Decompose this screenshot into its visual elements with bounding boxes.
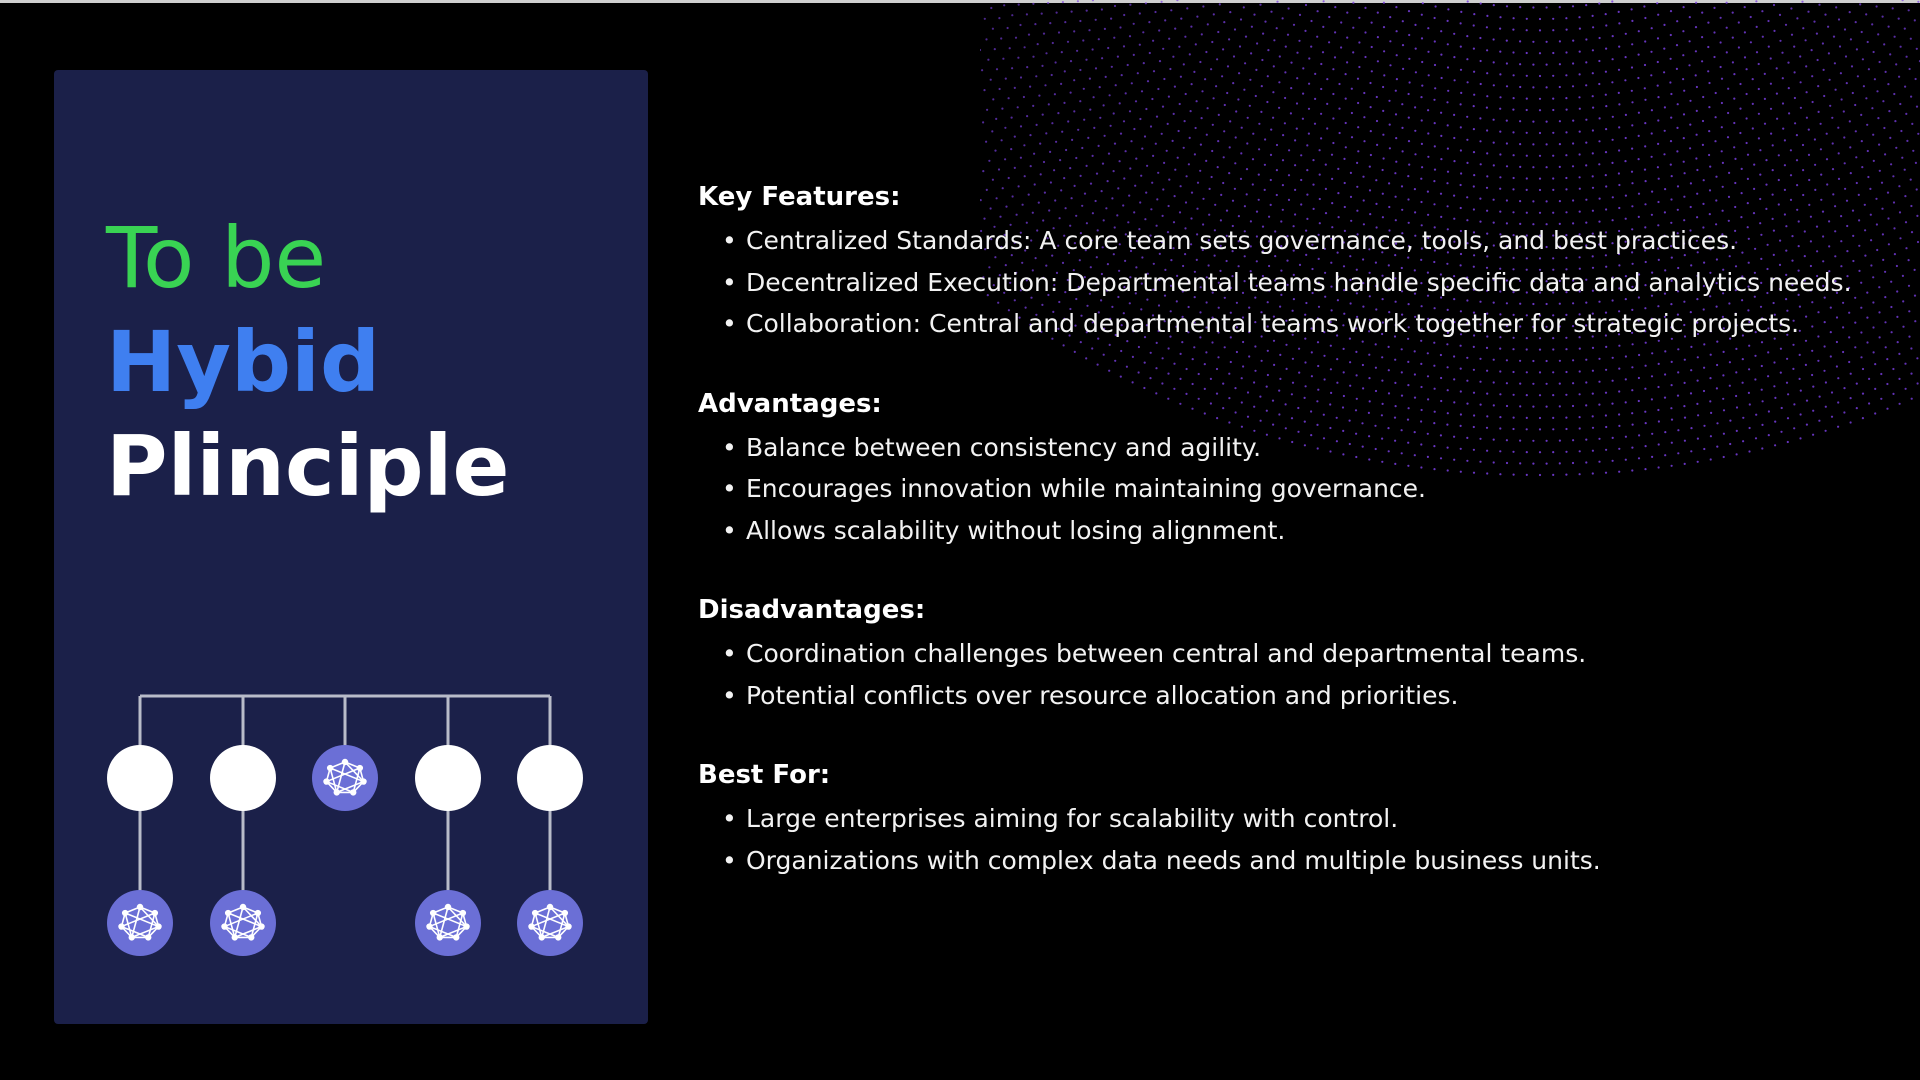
bullet-list: • Centralized Standards: A core team sets… bbox=[698, 220, 1898, 345]
bullet-text: Potential conflicts over resource alloca… bbox=[746, 680, 1459, 710]
network-node-circle bbox=[210, 890, 276, 956]
white-circle-node bbox=[107, 745, 173, 811]
network-icon bbox=[426, 903, 470, 941]
network-node-circle bbox=[107, 890, 173, 956]
network-icon bbox=[528, 903, 572, 941]
network-icon bbox=[323, 758, 367, 796]
bullet-list: • Coordination challenges between central… bbox=[698, 633, 1898, 716]
bullet-text: Coordination challenges between central … bbox=[746, 639, 1587, 668]
bullet-dot-icon: • bbox=[722, 845, 737, 875]
title-panel: To be Hybid Plinciple bbox=[54, 70, 648, 1024]
network-icon bbox=[118, 903, 162, 941]
bullet-text: Balance between consistency and agility. bbox=[746, 432, 1262, 462]
section-key-features: Key Features: • Centralized Standards: A c… bbox=[698, 178, 1898, 345]
section-heading: Disadvantages: bbox=[698, 595, 926, 625]
white-circle-node bbox=[415, 745, 481, 811]
bullet-item: • Balance between consistency and agility… bbox=[698, 427, 1898, 469]
bullet-dot-icon: • bbox=[722, 680, 737, 710]
bullet-dot-icon: • bbox=[722, 432, 737, 462]
bullet-dot-icon: • bbox=[722, 226, 737, 255]
bullet-item: • Allows scalability without losing align… bbox=[698, 510, 1898, 552]
content-area: Key Features: • Centralized Standards: A c… bbox=[698, 178, 1898, 921]
network-node-circle bbox=[517, 890, 583, 956]
bullet-dot-icon: • bbox=[722, 804, 737, 833]
network-icon bbox=[221, 903, 265, 941]
bullet-item: • Large enterprises aiming for scalabilit… bbox=[698, 798, 1898, 840]
bullet-item: • Decentralized Execution: Departmental t… bbox=[698, 262, 1898, 304]
bullet-text: Centralized Standards: A core team sets … bbox=[746, 226, 1738, 255]
white-circle-node bbox=[210, 745, 276, 811]
top-row-nodes bbox=[107, 745, 583, 811]
bullet-list: • Large enterprises aiming for scalabilit… bbox=[698, 798, 1898, 881]
bullet-text: Decentralized Execution: Departmental te… bbox=[746, 267, 1852, 297]
network-node-circle bbox=[415, 890, 481, 956]
section-advantages: Advantages: • Balance between consistency … bbox=[698, 385, 1898, 552]
section-heading: Best For: bbox=[698, 760, 831, 790]
bottom-row-nodes bbox=[107, 890, 583, 956]
bullet-text: Organizations with complex data needs an… bbox=[746, 845, 1601, 875]
hybrid-hierarchy-diagram bbox=[107, 694, 583, 956]
bullet-item: • Organizations with complex data needs a… bbox=[698, 840, 1898, 882]
bullet-item: • Centralized Standards: A core team sets… bbox=[698, 220, 1898, 262]
bullet-text: Collaboration: Central and departmental … bbox=[746, 309, 1800, 338]
bullet-item: • Potential conflicts over resource alloc… bbox=[698, 675, 1898, 717]
bullet-item: • Encourages innovation while maintaining… bbox=[698, 468, 1898, 510]
section-heading: Key Features: bbox=[698, 182, 901, 212]
bullet-text: Encourages innovation while maintaining … bbox=[746, 474, 1426, 503]
bullet-dot-icon: • bbox=[722, 267, 737, 297]
title-line-2: Hybid bbox=[106, 313, 381, 411]
bullet-dot-icon: • bbox=[722, 309, 737, 338]
bullet-item: • Coordination challenges between central… bbox=[698, 633, 1898, 675]
bullet-item: • Collaboration: Central and departmental… bbox=[698, 303, 1898, 345]
bullet-dot-icon: • bbox=[722, 515, 737, 545]
title-line-3: Plinciple bbox=[106, 417, 510, 515]
network-node-circle bbox=[312, 745, 378, 811]
white-circle-node bbox=[517, 745, 583, 811]
section-disadvantages: Disadvantages: • Coordination challenges b… bbox=[698, 591, 1898, 716]
section-heading: Advantages: bbox=[698, 388, 882, 419]
bullet-list: • Balance between consistency and agility… bbox=[698, 427, 1898, 552]
section-best-for: Best For: • Large enterprises aiming for s… bbox=[698, 756, 1898, 881]
bullet-text: Allows scalability without losing alignm… bbox=[746, 515, 1286, 545]
slide-title: To be Hybid Plinciple bbox=[106, 206, 509, 518]
bullet-dot-icon: • bbox=[722, 639, 737, 668]
title-line-1: To be bbox=[106, 209, 327, 307]
bullet-text: Large enterprises aiming for scalability… bbox=[746, 804, 1399, 833]
bullet-dot-icon: • bbox=[722, 474, 737, 503]
top-divider bbox=[0, 0, 1920, 3]
